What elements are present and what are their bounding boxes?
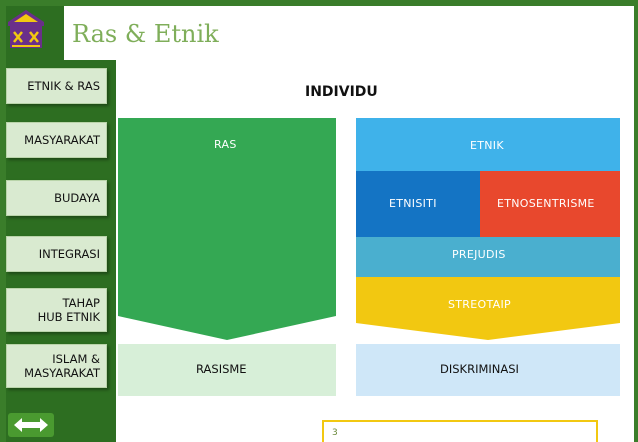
page-number: 3 bbox=[332, 428, 338, 438]
nav-label: ETNIK & RAS bbox=[27, 79, 100, 93]
nav-button-islam-masyarakat[interactable]: ISLAM & MASYARAKAT bbox=[6, 344, 107, 388]
etnisiti-label: ETNISITI bbox=[389, 197, 437, 210]
nav-button-etnik-ras[interactable]: ETNIK & RAS bbox=[6, 68, 107, 104]
nav-label: ISLAM & MASYARAKAT bbox=[24, 352, 100, 380]
nav-button-budaya[interactable]: BUDAYA bbox=[6, 180, 107, 216]
right-accent-bar bbox=[634, 0, 638, 442]
nav-button-integrasi[interactable]: INTEGRASI bbox=[6, 236, 107, 272]
nav-label: MASYARAKAT bbox=[24, 133, 100, 147]
etnik-box bbox=[356, 118, 620, 171]
nav-label: INTEGRASI bbox=[38, 247, 100, 261]
diagram-heading: INDIVIDU bbox=[305, 84, 378, 100]
diskriminasi-label: DISKRIMINASI bbox=[440, 362, 519, 376]
nav-label: TAHAP HUB ETNIK bbox=[37, 296, 100, 324]
ras-label: RAS bbox=[214, 138, 237, 151]
nav-label: BUDAYA bbox=[54, 191, 100, 205]
slide-title: Ras & Etnik bbox=[72, 20, 219, 48]
prejudis-label: PREJUDIS bbox=[452, 248, 506, 261]
left-right-arrow-icon[interactable] bbox=[8, 413, 54, 437]
prejudis-box bbox=[356, 237, 620, 277]
etnosentrisme-box bbox=[480, 171, 620, 237]
etnisiti-box bbox=[356, 171, 480, 237]
ras-arrow-block bbox=[118, 118, 336, 340]
left-accent-bar bbox=[0, 0, 6, 442]
rasisme-label: RASISME bbox=[196, 362, 247, 376]
nav-button-masyarakat[interactable]: MASYARAKAT bbox=[6, 122, 107, 158]
page-number-box: 3 bbox=[322, 420, 598, 442]
etnik-label: ETNIK bbox=[470, 139, 504, 152]
diskriminasi-box bbox=[356, 344, 620, 396]
streotaip-label: STREOTAIP bbox=[448, 298, 511, 311]
nav-button-tahap-hub-etnik[interactable]: TAHAP HUB ETNIK bbox=[6, 288, 107, 332]
streotaip-arrow-block bbox=[356, 277, 620, 340]
top-accent-bar bbox=[0, 0, 638, 6]
university-logo-icon bbox=[8, 10, 44, 48]
etnosentrisme-label: ETNOSENTRISME bbox=[497, 197, 595, 210]
rasisme-box bbox=[118, 344, 336, 396]
